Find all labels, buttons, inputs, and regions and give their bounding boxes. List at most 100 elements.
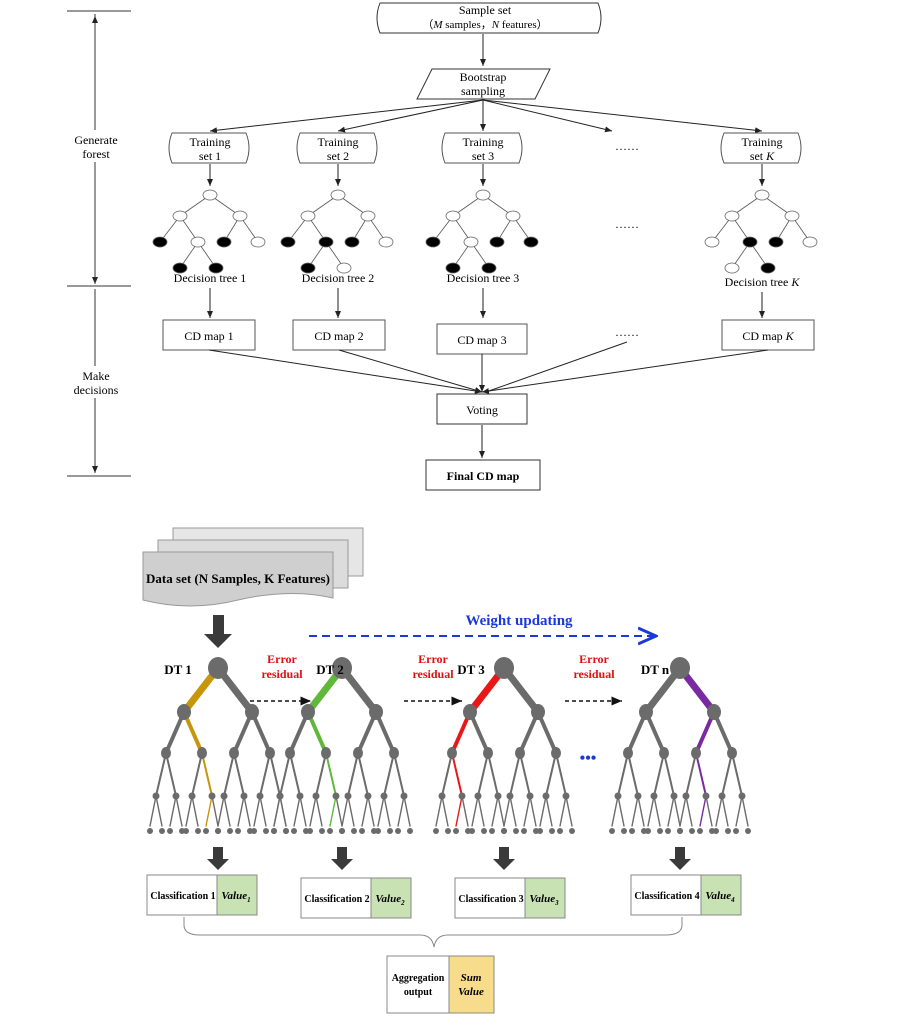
leaf-node	[263, 828, 269, 834]
svg-text:Aggregation: Aggregation	[392, 973, 445, 984]
leaf-node	[713, 828, 719, 834]
tree-node	[463, 704, 477, 720]
tree-node	[515, 747, 525, 759]
tree-node	[378, 236, 394, 248]
value-label: Value2	[375, 893, 405, 907]
dt-label: DT 3	[457, 662, 485, 677]
leaf-node	[303, 828, 309, 834]
dt-label: DT 2	[316, 662, 344, 677]
leaf-node	[195, 828, 201, 834]
tree-node	[190, 236, 206, 248]
leaf-node	[271, 828, 277, 834]
tree-node	[802, 236, 818, 248]
tree-node	[494, 792, 502, 800]
aggregation-output-box: Aggregation output Sum Value	[386, 955, 495, 1014]
generate-forest-label-2: forest	[82, 147, 110, 161]
cd-map-label: CD map 2	[314, 329, 363, 343]
leaf-node	[227, 828, 233, 834]
tree-node	[447, 747, 457, 759]
tree-node-filled	[172, 262, 188, 274]
leaf-node	[709, 828, 715, 834]
leaf-node	[733, 828, 739, 834]
leaf-node	[533, 828, 539, 834]
svg-text:residual: residual	[412, 667, 454, 681]
cd-map-1: CD map 1	[162, 319, 256, 351]
leaf-node	[183, 828, 189, 834]
decision-tree-graph	[425, 189, 539, 274]
dt-label: DT n	[641, 662, 670, 677]
cd-map-label: CD map 3	[457, 333, 506, 347]
boosting-tree-2	[271, 657, 413, 834]
tree-ellipsis: ……	[615, 217, 639, 231]
fanout-arrows	[209, 99, 763, 134]
cd-map-k: CD map K	[721, 319, 815, 351]
training-set-label: set K	[750, 149, 775, 163]
root-node	[208, 657, 228, 679]
decision-tree-label: Decision tree K	[725, 275, 801, 289]
training-label: Training	[318, 135, 359, 149]
leaf-node	[159, 828, 165, 834]
leaf-node	[465, 828, 471, 834]
tree-node	[526, 792, 534, 800]
tree-node	[321, 747, 331, 759]
tree-node	[265, 747, 275, 759]
make-decisions-label-2: decisions	[74, 383, 119, 397]
dataset-down-arrow	[204, 615, 232, 648]
svg-text:Value: Value	[458, 986, 484, 998]
tree-node	[300, 210, 316, 222]
ellipsis-dots: •••	[580, 750, 597, 767]
svg-text:Sum: Sum	[461, 972, 482, 984]
tree-node	[296, 792, 304, 800]
leaf-node	[327, 828, 333, 834]
svg-text:Bootstrap: Bootstrap	[460, 70, 507, 84]
tree-node-filled	[344, 236, 360, 248]
svg-text:Error: Error	[579, 652, 609, 666]
leaf-node	[339, 828, 345, 834]
svg-text:residual: residual	[573, 667, 615, 681]
svg-text:Error: Error	[418, 652, 448, 666]
tree-node-filled	[216, 236, 232, 248]
training-label: Training	[463, 135, 504, 149]
tree-down-arrow	[331, 847, 353, 870]
tree-node	[332, 792, 340, 800]
tree-node-filled	[318, 236, 334, 248]
tree-node	[614, 792, 622, 800]
leaf-node	[271, 828, 277, 834]
map-ellipsis: ……	[615, 325, 639, 339]
tree-node	[634, 792, 642, 800]
tree-node	[161, 747, 171, 759]
tree-node	[506, 792, 514, 800]
tree-node	[718, 792, 726, 800]
tree-node	[177, 704, 191, 720]
tree-node	[202, 189, 218, 201]
tree-node	[623, 747, 633, 759]
leaf-node	[433, 828, 439, 834]
leaf-node	[407, 828, 413, 834]
leaf-node	[339, 828, 345, 834]
decision-tree-graph	[152, 189, 266, 274]
tree-node	[784, 210, 800, 222]
leaf-node	[179, 828, 185, 834]
tree-node	[400, 792, 408, 800]
leaf-node	[215, 828, 221, 834]
svg-text:Final CD map: Final CD map	[447, 469, 520, 483]
svg-text:output: output	[404, 987, 433, 998]
weight-updating-label: Weight updating	[465, 613, 573, 629]
tree-node-filled	[760, 262, 776, 274]
svg-text:Error: Error	[267, 652, 297, 666]
tree-node	[650, 792, 658, 800]
voting-box: Voting	[436, 393, 528, 425]
tree-node	[458, 792, 466, 800]
tree-node	[738, 792, 746, 800]
boosting-tree-3	[433, 657, 575, 834]
leaf-node	[629, 828, 635, 834]
leaf-node	[371, 828, 377, 834]
leaf-node	[351, 828, 357, 834]
tree-down-arrow	[669, 847, 691, 870]
svg-text:（M samples，N features）: （M samples，N features）	[422, 18, 547, 31]
root-node	[494, 657, 514, 679]
